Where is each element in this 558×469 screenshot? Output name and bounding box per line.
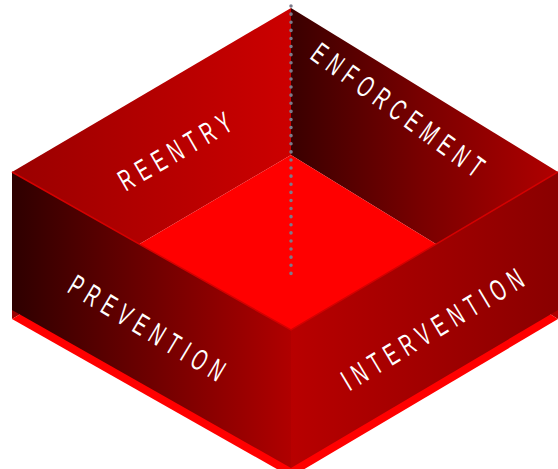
dotted-divider (289, 6, 293, 278)
front-left-wall (12, 172, 291, 468)
box-face: INTERVENTION (258, 313, 558, 343)
box-face: PREVENTION (0, 315, 303, 345)
front-right-wall (291, 172, 558, 468)
box-face: ENFORCEMENT (224, 97, 558, 127)
box-floor (12, 155, 558, 469)
box-face: REENTRY (68, 135, 288, 165)
